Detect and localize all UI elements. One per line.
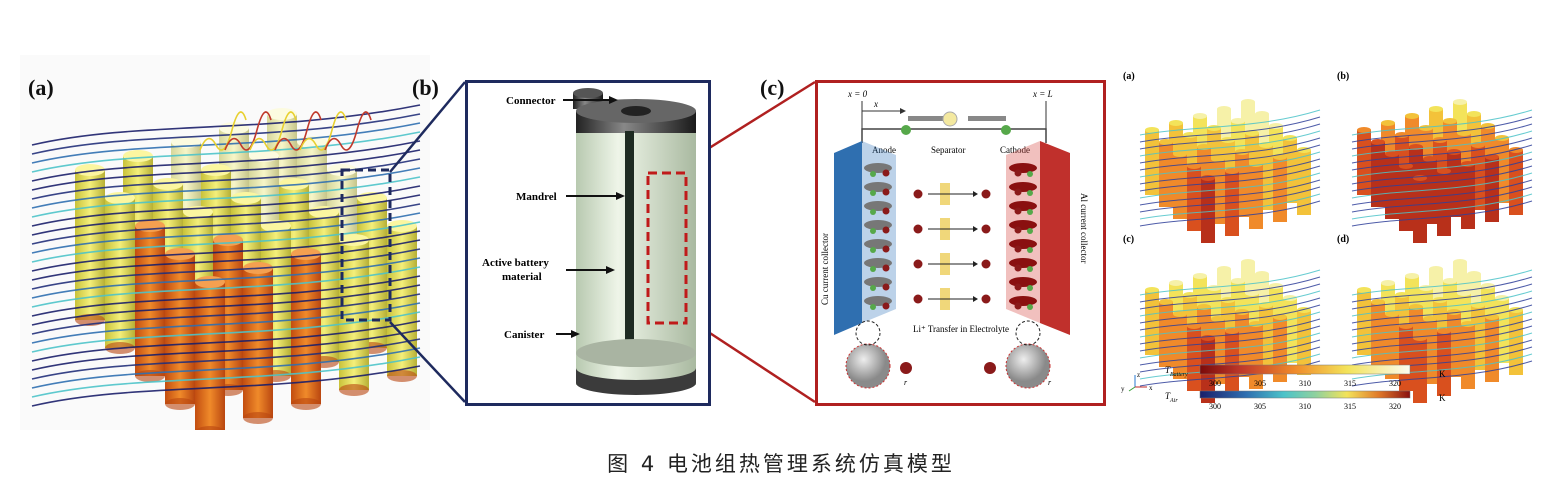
air-tick-label: 300 bbox=[1209, 402, 1221, 411]
active-material-label-1: Active battery bbox=[482, 257, 549, 269]
battery-tick-label: 310 bbox=[1299, 379, 1311, 388]
svg-text:x = 0: x = 0 bbox=[847, 89, 868, 99]
cathode-particle bbox=[1006, 344, 1050, 388]
separator-label: Separator bbox=[931, 145, 965, 155]
electron-icon bbox=[1001, 125, 1011, 135]
svg-text:x = L: x = L bbox=[1032, 89, 1053, 99]
svg-text:r: r bbox=[904, 378, 908, 387]
battery-cell-diagram: Connector Mandrel Active battery materia… bbox=[482, 88, 696, 395]
battery-pack-image bbox=[31, 104, 421, 430]
mandrel-label: Mandrel bbox=[516, 191, 557, 203]
svg-text:x: x bbox=[873, 99, 878, 109]
air-tick-label: 305 bbox=[1254, 402, 1266, 411]
sub-a-label: (a) bbox=[1123, 71, 1135, 82]
svg-text:x: x bbox=[1149, 384, 1153, 392]
zoom-box-a bbox=[340, 168, 392, 322]
panel-results: (a) (b) (c) (d) z y x TBattery TAir 300 3… bbox=[1115, 55, 1535, 415]
al-collector-label: Al current collector bbox=[1079, 193, 1089, 263]
connector-label: Connector bbox=[506, 95, 556, 107]
battery-tick-label: 300 bbox=[1209, 379, 1221, 388]
panel-c: x = 0 x x = L Anode Separator Cathode Cu… bbox=[815, 80, 1106, 406]
unit-battery: K bbox=[1439, 369, 1446, 379]
transfer-label: Li⁺ Transfer in Electrolyte bbox=[913, 324, 1009, 334]
svg-text:y: y bbox=[1121, 385, 1125, 393]
svg-text:z: z bbox=[1137, 371, 1140, 379]
svg-text:r: r bbox=[1048, 378, 1052, 387]
li-ion-transfer-diagram: x = 0 x x = L Anode Separator Cathode Cu… bbox=[820, 89, 1089, 389]
cathode-label: Cathode bbox=[1000, 145, 1030, 155]
air-tick-label: 310 bbox=[1299, 402, 1311, 411]
unit-air: K bbox=[1439, 393, 1446, 403]
battery-colorbar bbox=[1199, 364, 1411, 375]
anode-label: Anode bbox=[872, 145, 896, 155]
cathode-collector bbox=[1040, 141, 1070, 335]
electron-icon bbox=[901, 125, 911, 135]
air-colorbar bbox=[1199, 390, 1411, 399]
active-material-label-2: material bbox=[502, 271, 542, 283]
canister-label: Canister bbox=[504, 329, 544, 341]
battery-tick-label: 305 bbox=[1254, 379, 1266, 388]
cu-collector-label: Cu current collector bbox=[820, 233, 830, 305]
battery-tick-label: 320 bbox=[1389, 379, 1401, 388]
sub-d-label: (d) bbox=[1337, 234, 1349, 245]
axes-triad: z y x bbox=[1121, 371, 1153, 393]
panel-a: (a) bbox=[20, 55, 430, 430]
t-air-label: TAir bbox=[1165, 391, 1178, 404]
figure-caption: 图 4 电池组热管理系统仿真模型 bbox=[607, 452, 955, 476]
air-tick-label: 320 bbox=[1389, 402, 1401, 411]
battery-tick-label: 315 bbox=[1344, 379, 1356, 388]
anode-collector bbox=[834, 141, 862, 335]
t-battery-label: TBattery bbox=[1165, 365, 1188, 378]
air-tick-label: 315 bbox=[1344, 402, 1356, 411]
panel-b-label: (b) bbox=[412, 75, 439, 100]
sub-c-label: (c) bbox=[1123, 234, 1134, 245]
anode-particle bbox=[846, 344, 890, 388]
panel-b: Connector Mandrel Active battery materia… bbox=[465, 80, 711, 406]
temperature-results: (a) (b) (c) (d) z y x TBattery TAir 300 3… bbox=[1121, 71, 1533, 411]
panel-a-label: (a) bbox=[28, 75, 54, 100]
sub-b-label: (b) bbox=[1337, 71, 1349, 82]
panel-c-label: (c) bbox=[760, 75, 785, 100]
